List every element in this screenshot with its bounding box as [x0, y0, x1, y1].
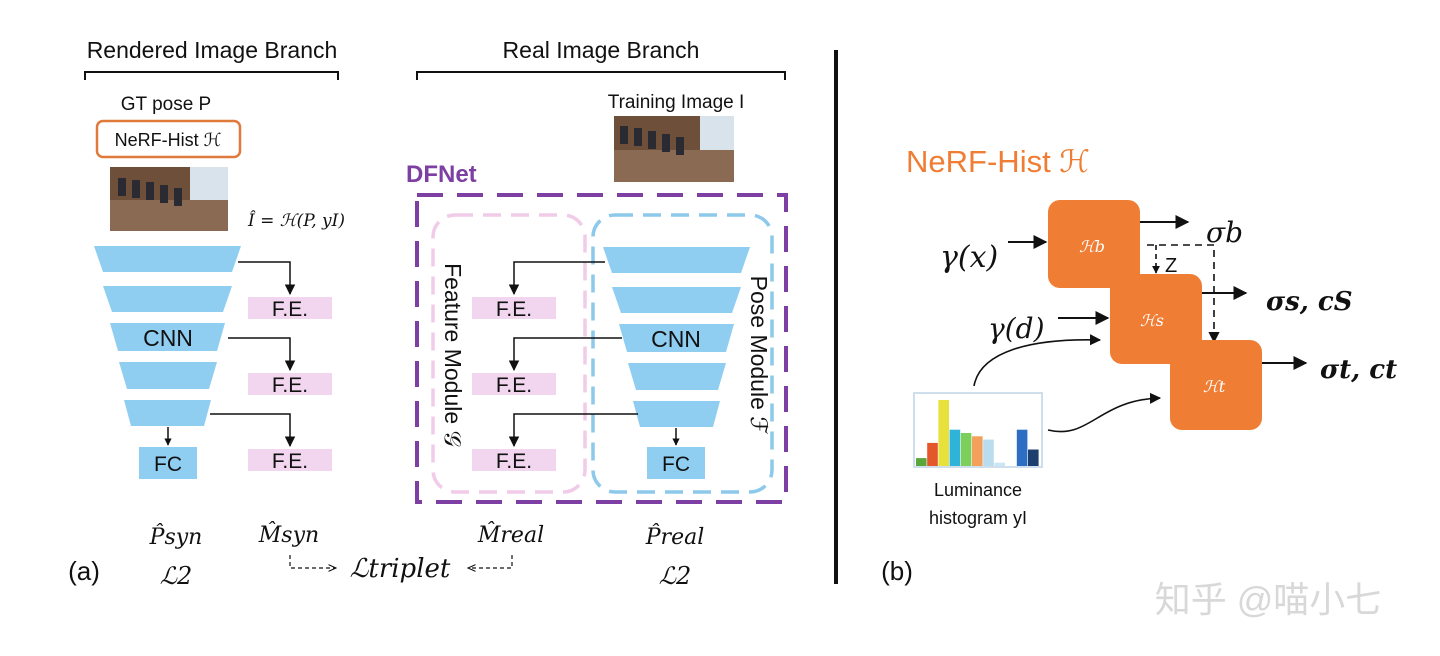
histogram-bar [1028, 449, 1039, 466]
l-triplet-label: ℒtriplet [350, 554, 451, 584]
real-fe-box-2 [472, 373, 556, 395]
rendered-cnn [94, 246, 241, 426]
sigma-b-label: σb [1206, 216, 1243, 249]
h-b-block [1048, 200, 1140, 288]
dfnet-box [415, 193, 788, 504]
real-fe-label-1: F.E. [496, 298, 532, 321]
histogram-bar [916, 458, 927, 466]
gt-pose-label: GT pose P [121, 94, 211, 115]
rendered-fc-box [139, 447, 197, 479]
rendered-fe-box-2 [248, 373, 332, 395]
p-syn-label: P̂syn [149, 524, 203, 550]
histogram-bar [1005, 458, 1017, 466]
nerf-hist-box [95, 119, 242, 159]
feature-module-label: Feature Module 𝒢 [440, 263, 466, 447]
histogram-bar [960, 433, 972, 466]
z-label: Z [1165, 255, 1177, 277]
rendered-fe3-arrow [210, 413, 296, 448]
training-image [614, 116, 734, 182]
nerf-hist-title: NeRF-Hist ℋ [906, 144, 1090, 179]
rendered-equation: Î = ℋ(P, yI) [247, 210, 345, 231]
h-t-block [1170, 340, 1262, 430]
real-fe1-arrow [508, 261, 605, 296]
real-fe2-arrow [508, 337, 622, 372]
real-cnn [603, 247, 750, 427]
l2-left-label: ℒ2 [160, 562, 193, 590]
rendered-fe-label-3: F.E. [272, 450, 308, 473]
hist-label-2: histogram yI [929, 508, 1027, 528]
rendered-image [110, 167, 228, 231]
histogram-bar [949, 429, 961, 466]
m-syn-to-triplet-arrow [289, 555, 336, 568]
real-fe-box-3 [472, 449, 556, 471]
sigma-t-label: σt, ct [1320, 355, 1397, 385]
real-fe-label-3: F.E. [496, 450, 532, 473]
real-fc-label: FC [662, 453, 690, 476]
gamma-d-label: γ(d) [988, 312, 1045, 345]
histogram-bar [983, 439, 994, 466]
l2-right-label: ℒ2 [659, 562, 692, 590]
hist-to-ht-arrow [1047, 392, 1162, 433]
watermark: 知乎 @喵小七 [1155, 579, 1382, 620]
rendered-branch-bracket [84, 71, 339, 80]
rendered-fe-label-1: F.E. [272, 298, 308, 321]
h-b-label: ℋb [1079, 237, 1105, 256]
rendered-cnn-label: CNN [143, 325, 193, 351]
rendered-fe1-arrow [238, 261, 296, 296]
nerf-hist-box-label: NeRF-Hist ℋ [115, 130, 222, 150]
luminance-histogram [913, 392, 1043, 468]
m-real-label: M̂real [477, 522, 544, 548]
pose-module-label: Pose Module ℱ [746, 276, 772, 435]
p-real-label: P̂real [645, 524, 705, 550]
z-dashed-path [1147, 244, 1220, 344]
rendered-fe-box-1 [248, 297, 332, 319]
real-fe-label-2: F.E. [496, 374, 532, 397]
real-branch-title: Real Image Branch [503, 37, 700, 63]
histogram-bar [927, 442, 938, 466]
m-real-to-triplet-arrow [468, 555, 513, 568]
histogram-bar [938, 400, 949, 466]
pose-module-box [591, 213, 774, 494]
histogram-bar [972, 436, 983, 466]
real-branch-bracket [416, 71, 786, 80]
gamma-x-label: γ(x) [940, 240, 998, 275]
histogram-bar [994, 462, 1005, 466]
rendered-fe-label-2: F.E. [272, 374, 308, 397]
real-fe3-arrow [508, 413, 638, 448]
real-fe-box-1 [472, 297, 556, 319]
panel-b-label: (b) [881, 556, 913, 586]
hist-to-hs-arrow [973, 334, 1102, 387]
rendered-fe-box-3 [248, 449, 332, 471]
rendered-fc-label: FC [154, 453, 182, 476]
rendered-fe2-arrow [228, 337, 296, 372]
training-image-label: Training Image I [608, 92, 745, 113]
m-syn-label: M̂syn [258, 522, 319, 548]
h-s-label: ℋs [1140, 311, 1164, 330]
dfnet-label: DFNet [406, 161, 477, 188]
real-fc-box [647, 447, 705, 479]
rendered-branch-title: Rendered Image Branch [87, 37, 338, 63]
h-t-label: ℋt [1203, 377, 1226, 396]
sigma-s-label: σs, cS [1266, 287, 1353, 317]
panel-a-label: (a) [68, 556, 100, 586]
feature-module-box [431, 213, 587, 494]
real-cnn-label: CNN [651, 326, 701, 352]
hist-label-1: Luminance [934, 480, 1022, 500]
histogram-bar [1016, 429, 1028, 466]
